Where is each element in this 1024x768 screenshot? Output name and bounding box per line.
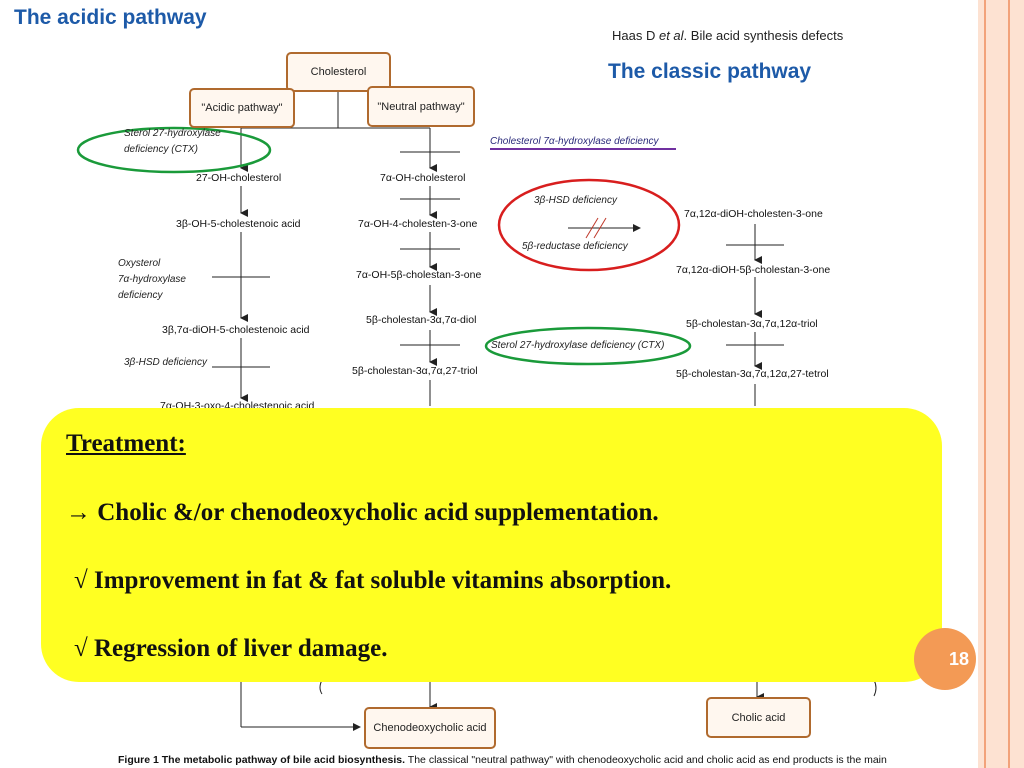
treatment-line-liver: √ Regression of liver damage. — [74, 635, 388, 662]
citation-italic: et al — [658, 28, 684, 43]
citation-prefix: Haas D — [612, 28, 659, 43]
caption-bold: Figure 1 The metabolic pathway of bile a… — [118, 754, 406, 766]
treatment-callout: Treatment: → Cholic &/or chenodeoxycholi… — [41, 408, 942, 682]
caption-text: The classical "neutral pathway" with che… — [405, 754, 887, 766]
figure-caption: Figure 1 The metabolic pathway of bile a… — [118, 754, 887, 766]
oxysterol-deficiency-label: Oxysterol 7α-hydroxylase deficiency — [118, 256, 186, 304]
oxysterol-line3: deficiency — [118, 290, 163, 301]
strip-line — [984, 0, 986, 768]
page-number-badge: 18 — [914, 628, 976, 690]
ctx-ellipse-middle — [484, 326, 692, 366]
cyp7a1-deficiency-label: Cholesterol 7α-hydroxylase deficiency — [490, 136, 659, 147]
treatment-line-supplementation: → Cholic &/or chenodeoxycholic acid supp… — [66, 499, 659, 526]
chenodeoxycholic-acid-box: Chenodeoxycholic acid — [364, 707, 496, 749]
middle-intermediate: 7α-OH-5β-cholestan-3-one — [356, 269, 482, 281]
middle-intermediate: 5β-cholestan-3α,7α-diol — [366, 314, 477, 326]
hsd-reductase-ellipse — [497, 178, 681, 272]
citation-suffix: . Bile acid synthesis defects — [683, 28, 844, 43]
citation: Haas D et al. Bile acid synthesis defect… — [612, 28, 843, 43]
left-intermediate: 27-OH-cholesterol — [196, 172, 282, 184]
right-intermediate: 7α,12α-diOH-cholesten-3-one — [684, 208, 823, 220]
middle-intermediate: 5β-cholestan-3α,7α,27-triol — [352, 365, 478, 377]
classic-pathway-heading: The classic pathway — [608, 60, 812, 83]
right-intermediate: 7α,12α-diOH-5β-cholestan-3-one — [676, 264, 831, 276]
oxysterol-line1: Oxysterol — [118, 258, 161, 269]
treatment-line-absorption: √ Improvement in fat & fat soluble vitam… — [74, 567, 672, 594]
sterol27-deficiency-label: Sterol 27-hydroxylase deficiency (CTX) — [124, 126, 221, 158]
ctx-ellipse-left — [76, 126, 272, 174]
right-decorative-strip — [978, 0, 1024, 768]
left-intermediate: 7α-OH-3-oxo-4-cholestenoic acid — [160, 400, 315, 408]
treatment-title: Treatment: — [66, 430, 186, 457]
cholic-acid-box: Cholic acid — [706, 697, 811, 738]
sterol27-line2: deficiency (CTX) — [124, 144, 198, 155]
left-intermediate: 3β-OH-5-cholestenoic acid — [176, 218, 301, 230]
acidic-pathway-heading: The acidic pathway — [14, 6, 207, 29]
middle-intermediate: 7α-OH-4-cholesten-3-one — [358, 218, 478, 230]
middle-intermediate: 7α-OH-cholesterol — [380, 172, 466, 184]
sterol27-line1: Sterol 27-hydroxylase — [124, 128, 221, 139]
hsd-deficiency-middle-label: 3β-HSD deficiency — [534, 195, 617, 206]
left-intermediate: 3β,7α-diOH-5-cholestenoic acid — [162, 324, 310, 336]
right-intermediate: 5β-cholestan-3α,7α,12α,27-tetrol — [676, 368, 829, 380]
right-intermediate: 5β-cholestan-3α,7α,12α-triol — [686, 318, 818, 330]
acidic-pathway-box: "Acidic pathway" — [189, 88, 295, 128]
hsd-deficiency-left-label: 3β-HSD deficiency — [124, 357, 207, 368]
sterol27-deficiency-middle-label: Sterol 27-hydroxylase deficiency (CTX) — [491, 340, 665, 351]
cholesterol-box: Cholesterol — [286, 52, 391, 92]
oxysterol-line2: 7α-hydroxylase — [118, 274, 186, 285]
strip-line — [1008, 0, 1010, 768]
reductase-deficiency-label: 5β-reductase deficiency — [522, 241, 628, 252]
neutral-pathway-box: "Neutral pathway" — [367, 86, 475, 127]
